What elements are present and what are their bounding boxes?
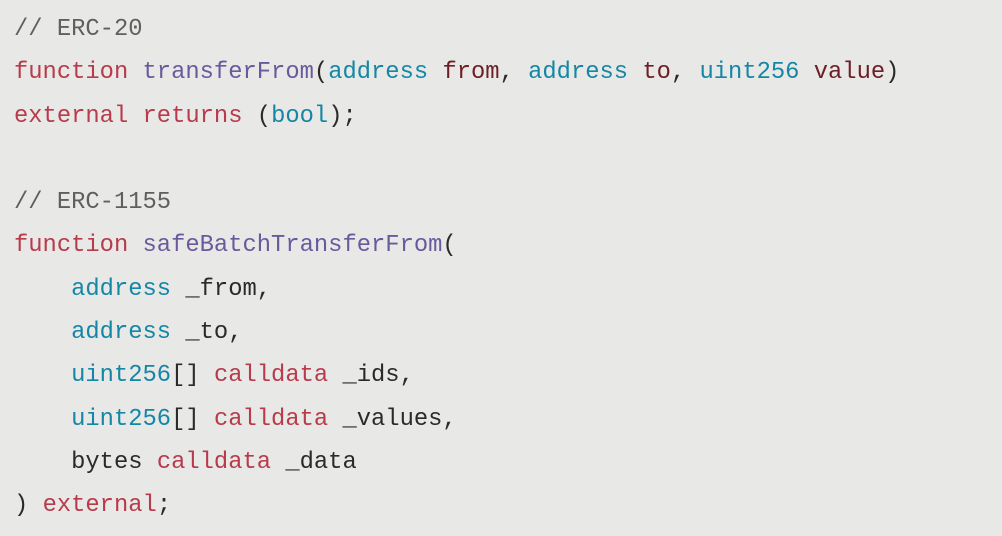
code-text: );: [328, 102, 357, 130]
code-text: [14, 362, 71, 389]
code-text: ,: [499, 59, 529, 87]
code-type: address: [71, 319, 172, 347]
code-text: ): [14, 492, 43, 520]
code-text: [799, 59, 813, 86]
code-text: [128, 232, 142, 259]
code-text: [14, 276, 71, 303]
code-text: _ids,: [328, 362, 414, 390]
code-type: uint256: [699, 59, 800, 87]
code-keyword: returns: [142, 102, 243, 130]
code-line: // ERC-20: [14, 8, 899, 51]
code-text: [14, 406, 71, 433]
code-function-name: safeBatchTransferFrom: [142, 232, 443, 260]
code-type: address: [71, 275, 172, 303]
code-keyword: function: [14, 59, 129, 87]
code-text: [128, 103, 142, 130]
code-keyword: external: [42, 492, 157, 520]
code-text: (: [442, 232, 457, 260]
code-line: ) external;: [14, 484, 899, 527]
code-line: function transferFrom(address from, addr…: [14, 51, 899, 94]
code-comment: // ERC-20: [14, 16, 143, 43]
code-text: []: [171, 362, 214, 390]
code-text: [428, 59, 442, 86]
code-line: [14, 138, 899, 181]
code-parameter: to: [642, 59, 671, 87]
code-text: [14, 319, 71, 346]
code-parameter: from: [442, 59, 500, 87]
code-text: (: [313, 59, 329, 87]
code-line: function safeBatchTransferFrom(: [14, 224, 899, 267]
code-type: uint256: [71, 362, 172, 390]
code-type: address: [528, 59, 629, 87]
code-line: bytes calldata _data: [14, 441, 899, 484]
code-text: _data: [271, 448, 357, 476]
code-line: uint256[] calldata _ids,: [14, 354, 899, 397]
code-parameter: value: [813, 59, 886, 87]
code-type: bool: [271, 102, 329, 130]
code-text: ,: [670, 59, 700, 87]
code-text: ;: [156, 492, 172, 520]
code-keyword: external: [14, 102, 129, 130]
code-text: _from,: [171, 275, 272, 303]
code-text: _values,: [328, 405, 457, 433]
code-keyword: calldata: [156, 448, 272, 476]
code-type: address: [328, 59, 429, 87]
code-line: external returns (bool);: [14, 95, 899, 138]
code-text: []: [171, 405, 214, 433]
code-line: address _from,: [14, 268, 899, 311]
code-text: _to,: [171, 319, 243, 347]
code-line: uint256[] calldata _values,: [14, 398, 899, 441]
code-keyword: function: [14, 232, 129, 260]
code-text: [128, 59, 142, 86]
code-text: ): [885, 59, 900, 87]
code-line: address _to,: [14, 311, 899, 354]
code-keyword: calldata: [213, 405, 329, 433]
code-comment: // ERC-1155: [14, 189, 172, 217]
code-text: bytes: [14, 448, 157, 476]
code-text: [628, 59, 642, 86]
code-text: (: [242, 102, 272, 130]
code-function-name: transferFrom: [142, 59, 314, 87]
code-keyword: calldata: [213, 362, 329, 390]
code-type: uint256: [71, 405, 172, 433]
code-line: // ERC-1155: [14, 181, 899, 224]
